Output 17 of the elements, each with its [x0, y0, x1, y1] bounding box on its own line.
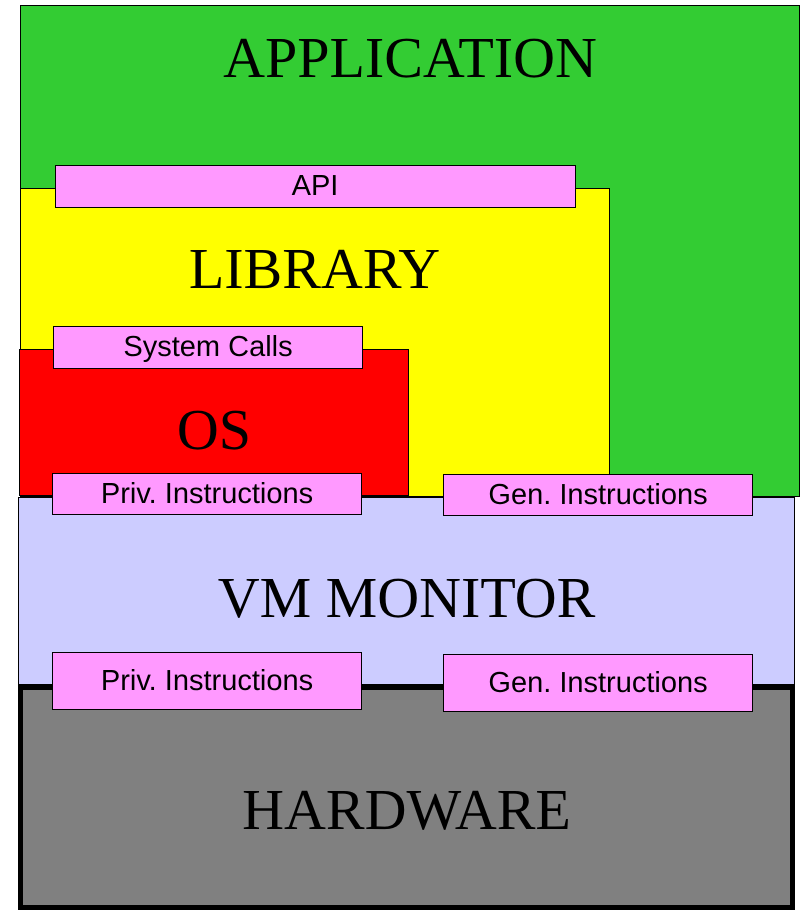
interface-box [52, 473, 362, 515]
layer-title: OS [176, 398, 252, 462]
interface-box [54, 164, 576, 208]
interface-label: Gen. Instructions [488, 478, 708, 512]
interface-label: Gen. Instructions [488, 666, 708, 700]
interface-box [443, 474, 753, 516]
layer-title: LIBRARY [188, 236, 442, 300]
interface-label: Priv. Instructions [100, 664, 314, 698]
interface-label: System Calls [123, 331, 293, 364]
layer-title: APPLICATION [222, 26, 598, 90]
interface-label: Priv. Instructions [100, 478, 314, 510]
layer-title: VM MONITOR [216, 566, 596, 630]
layer-title: HARDWARE [241, 778, 572, 842]
interface-box [53, 326, 363, 369]
interface-box [52, 652, 362, 710]
interface-box [443, 654, 753, 712]
interface-label: API [292, 170, 338, 202]
